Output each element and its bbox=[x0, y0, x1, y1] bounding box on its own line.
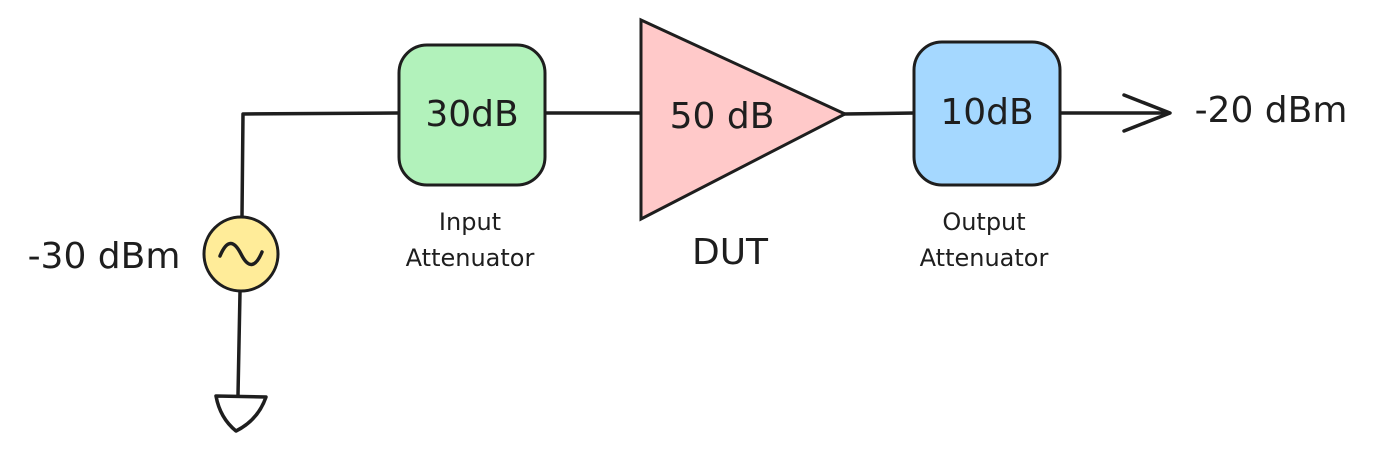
output-arrow-icon bbox=[1122, 93, 1172, 133]
output-attenuator-value: 10dB bbox=[940, 92, 1033, 133]
output-level-label: -20 dBm bbox=[1195, 90, 1348, 131]
ground-icon bbox=[214, 394, 268, 433]
input-attenuator-label-line1: Input bbox=[439, 208, 501, 236]
output-attenuator-block bbox=[912, 40, 1062, 187]
dut-gain-value: 50 dB bbox=[670, 96, 775, 137]
dut-label: DUT bbox=[692, 232, 769, 273]
input-attenuator-block bbox=[397, 43, 547, 187]
output-attenuator-label-line1: Output bbox=[942, 208, 1025, 236]
ac-source-icon bbox=[202, 215, 280, 293]
output-attenuator-label-line2: Attenuator bbox=[920, 244, 1049, 272]
input-attenuator-label-line2: Attenuator bbox=[406, 244, 535, 272]
ground-wire bbox=[236, 290, 242, 397]
dut-to-output-attenuator-wire bbox=[842, 111, 917, 116]
dut-amplifier bbox=[639, 17, 849, 222]
input-attenuator-value: 30dB bbox=[425, 94, 518, 135]
source-to-attenuator-wire bbox=[240, 111, 400, 218]
input-level-label: -30 dBm bbox=[28, 236, 181, 277]
